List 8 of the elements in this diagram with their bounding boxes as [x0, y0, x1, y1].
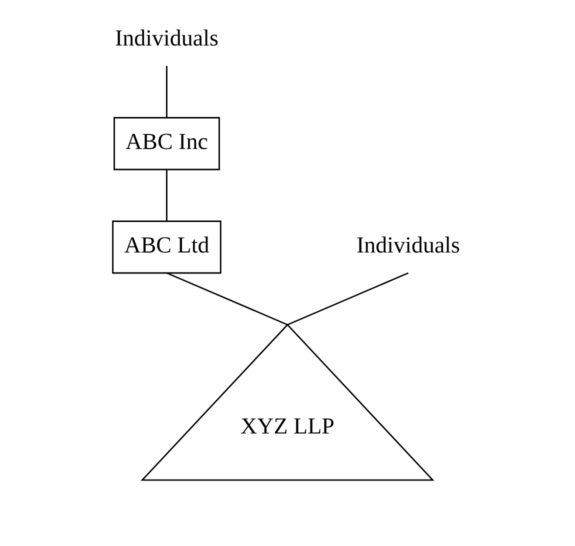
- connector: [287, 272, 409, 326]
- connector: [166, 169, 168, 222]
- node-text: Individuals: [114, 26, 218, 51]
- node-box: ABC Inc: [114, 117, 220, 170]
- connector: [166, 66, 168, 118]
- node-box: ABC Ltd: [112, 220, 222, 274]
- connector: [166, 272, 288, 326]
- node-text: Individuals: [356, 232, 460, 258]
